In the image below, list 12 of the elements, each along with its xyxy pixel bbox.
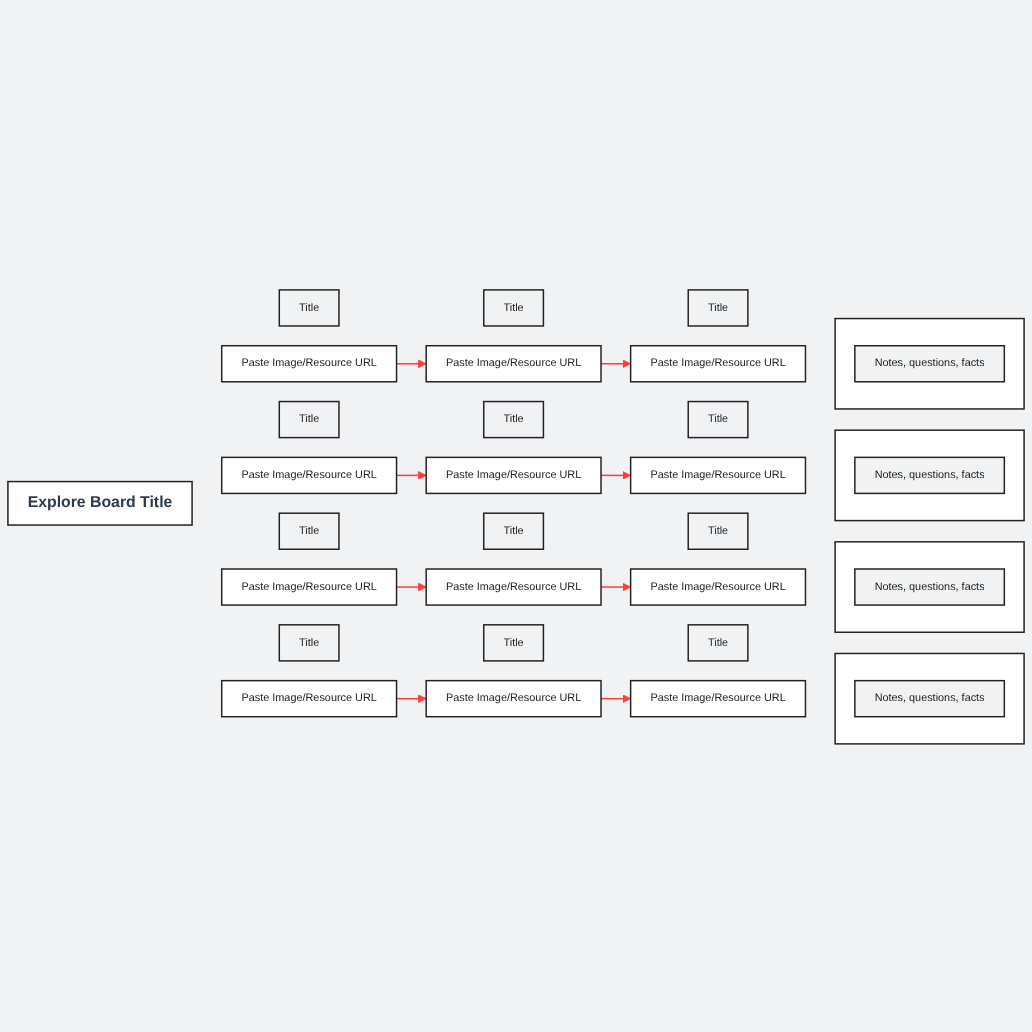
arrow (395, 470, 427, 479)
arrow (395, 581, 427, 591)
cluster (834, 651, 1025, 744)
cluster (834, 428, 1025, 521)
cluster (834, 316, 1025, 409)
arrow (395, 693, 427, 703)
cluster (834, 540, 1025, 633)
arrow (600, 581, 632, 591)
arrow (600, 470, 632, 479)
arrow (395, 358, 427, 368)
arrow (600, 358, 632, 368)
arrow (600, 693, 632, 703)
